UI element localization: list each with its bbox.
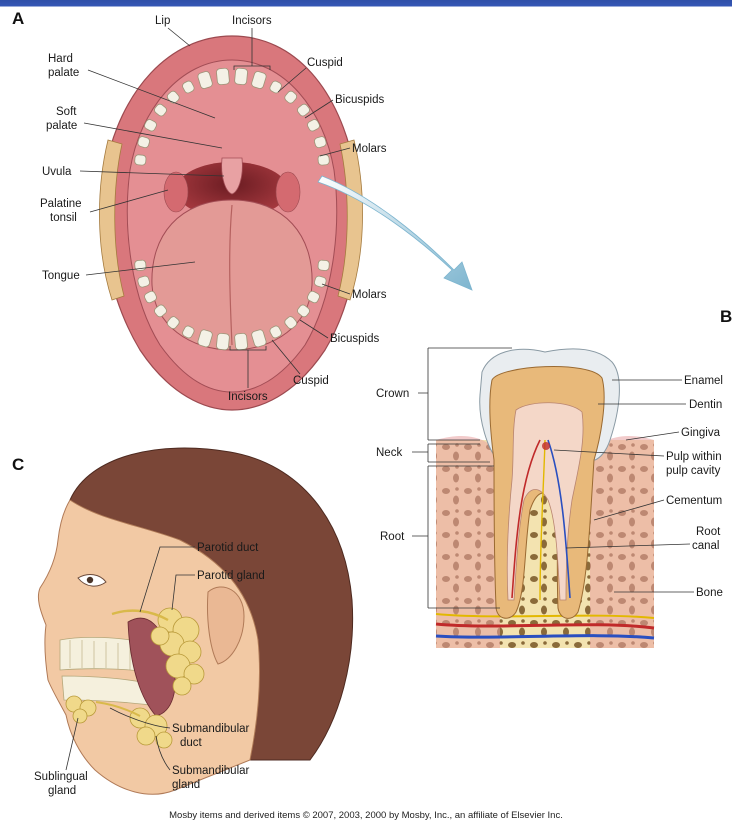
- label-lip: Lip: [155, 15, 170, 27]
- lower-tooth: [234, 333, 248, 350]
- label-root: Root: [380, 531, 405, 543]
- label-bicuspids-bottom: Bicuspids: [330, 333, 379, 345]
- panel-b-tooth: [436, 349, 654, 648]
- label-cuspid-bottom: Cuspid: [293, 375, 329, 387]
- label-soft-palate-line1: Soft: [56, 106, 77, 118]
- lower-tooth: [216, 333, 230, 350]
- label-bicuspids-top: Bicuspids: [335, 94, 384, 106]
- label-gingiva: Gingiva: [681, 427, 721, 439]
- label-hard-palate-line1: Hard: [48, 53, 73, 65]
- label-cementum: Cementum: [666, 495, 722, 507]
- label-soft-palate-line2: palate: [46, 120, 77, 132]
- label-dentin: Dentin: [689, 399, 722, 411]
- label-crown: Crown: [376, 388, 409, 400]
- label-bone: Bone: [696, 587, 723, 599]
- panel-a-letter: A: [12, 9, 24, 28]
- label-submandibular-duct-line2: duct: [180, 737, 203, 749]
- label-root-canal-line1: Root: [696, 526, 721, 538]
- label-uvula: Uvula: [42, 166, 72, 178]
- label-molars-top: Molars: [352, 143, 387, 155]
- label-palatine-tonsil-line2: tonsil: [50, 212, 77, 224]
- label-pulp-line1: Pulp within: [666, 451, 722, 463]
- panel-b-letter: B: [720, 307, 732, 326]
- label-palatine-tonsil-line1: Palatine: [40, 198, 82, 210]
- label-parotid-gland: Parotid gland: [197, 570, 265, 582]
- label-root-canal-line2: canal: [692, 540, 720, 552]
- upper-tooth: [318, 155, 330, 166]
- label-incisors-bottom: Incisors: [228, 391, 268, 403]
- label-submandibular-gland-line2: gland: [172, 779, 200, 791]
- panel-c-letter: C: [12, 455, 24, 474]
- label-sublingual-gland-line2: gland: [48, 785, 76, 797]
- label-pulp-line2: pulp cavity: [666, 465, 721, 477]
- label-enamel: Enamel: [684, 375, 723, 387]
- upper-tooth: [234, 68, 248, 85]
- label-hard-palate-line2: palate: [48, 67, 79, 79]
- copyright-credit: Mosby items and derived items © 2007, 20…: [169, 810, 563, 821]
- label-cuspid-top: Cuspid: [307, 57, 343, 69]
- lower-tooth: [318, 260, 330, 271]
- label-parotid-duct: Parotid duct: [197, 542, 259, 554]
- upper-tooth: [216, 68, 230, 85]
- label-molars-bottom: Molars: [352, 289, 387, 301]
- label-tongue: Tongue: [42, 270, 80, 282]
- label-submandibular-gland-line1: Submandibular: [172, 765, 250, 777]
- label-submandibular-duct-line1: Submandibular: [172, 723, 250, 735]
- upper-tooth: [134, 155, 146, 166]
- label-incisors-top: Incisors: [232, 15, 272, 27]
- panel-a-mouth: [99, 36, 362, 410]
- label-neck: Neck: [376, 447, 402, 459]
- label-sublingual-gland-line1: Sublingual: [34, 771, 88, 783]
